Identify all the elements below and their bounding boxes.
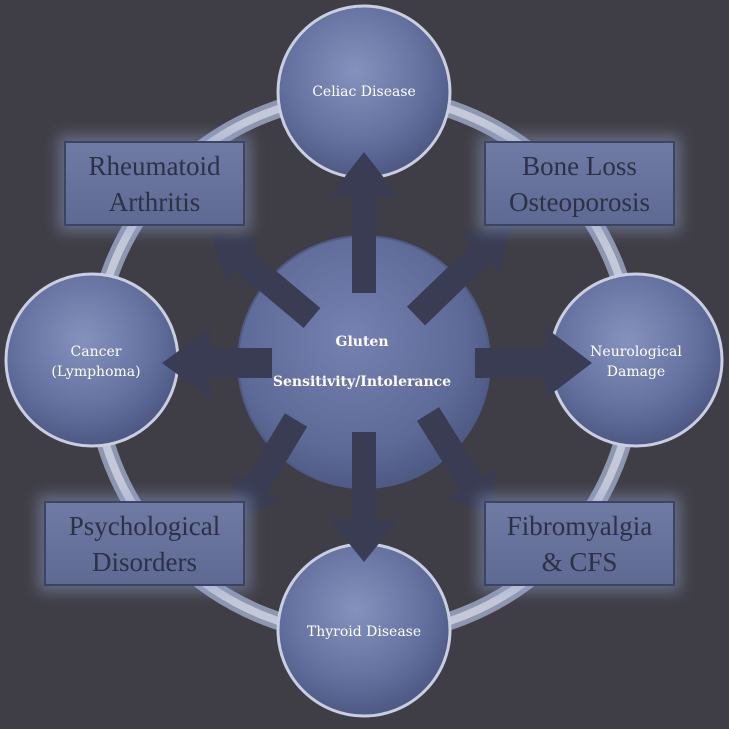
arrow-down-right (416, 407, 496, 518)
box-psychological-disorders: Psychological Disorders (44, 501, 245, 586)
arrow-right (475, 328, 592, 398)
center-label-line1: Gluten (335, 334, 389, 350)
box-bone-loss: Bone Loss Osteoporosis (484, 141, 675, 226)
circle-label-celiac: Celiac Disease (312, 84, 416, 100)
box-text-psychological-disorders: Psychological Disorders (68, 510, 221, 577)
arrow-left (162, 328, 272, 398)
circle-label-neurological: Neurological Damage (590, 344, 682, 380)
box-fibromyalgia: Fibromyalgia & CFS (484, 501, 675, 586)
circle-label-thyroid: Thyroid Disease (306, 624, 422, 640)
circle-label-cancer: Cancer (Lymphoma) (51, 344, 141, 380)
center-label-line2: Sensitivity/Intolerance (272, 374, 452, 390)
box-text-fibromyalgia: Fibromyalgia & CFS (506, 510, 653, 577)
arrow-up-right (406, 224, 511, 326)
arrow-down (330, 432, 398, 562)
box-rheumatoid-arthritis: Rheumatoid Arthritis (64, 141, 245, 226)
arrow-up (330, 152, 398, 293)
box-text-bone-loss: Bone Loss Osteoporosis (509, 150, 650, 217)
arrow-down-left (231, 413, 308, 522)
box-text-rheumatoid-arthritis: Rheumatoid Arthritis (88, 150, 221, 217)
center-label: Gluten Sensitivity/Intolerance (273, 312, 451, 412)
arrow-up-left (210, 233, 321, 328)
